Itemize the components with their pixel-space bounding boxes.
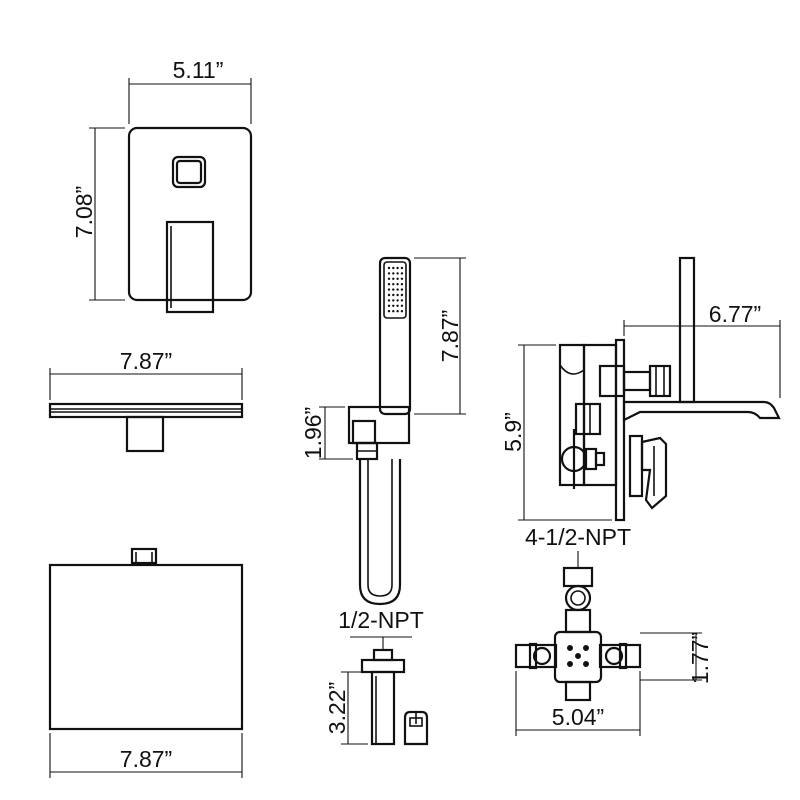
handshower-thread-label: 1/2-NPT [338,607,424,633]
valve-depth-dimension [623,320,781,398]
elbow-height-label: 3.22” [324,682,350,734]
valve-depth-label: 6.77” [709,301,761,327]
trim-width-dimension [128,78,252,124]
trim-width-label: 5.11” [173,57,224,83]
spray-nozzle [400,304,404,307]
spray-nozzle [392,272,395,275]
spray-nozzle [396,299,399,302]
spray-nozzle [392,310,395,313]
shower-head-bottom-width-dimension [49,733,243,778]
elbow-height-dimension [341,671,368,745]
spray-nozzle [396,293,399,297]
holder-height-label: 1.96” [300,407,326,459]
spray-nozzle-grid [387,266,404,313]
handshower-length-dimension [414,257,466,415]
spray-nozzle [400,277,404,280]
valve-body-width-dimension [515,671,641,736]
spray-nozzle [392,304,395,307]
shower-head-top-width-dimension [49,368,243,400]
spray-nozzle [396,272,399,275]
spray-nozzle [400,266,404,270]
spray-nozzle [400,299,404,302]
spray-nozzle [400,283,404,286]
spray-nozzle [400,288,404,291]
spray-nozzle [387,299,391,302]
spray-nozzle [387,277,391,280]
holder-height-dimension [319,406,353,460]
shower-head-side-view [48,402,244,453]
spray-nozzle [392,299,395,302]
spray-nozzle [392,283,395,286]
spray-nozzle [396,277,399,280]
mixing-valve-side-view [558,256,781,522]
spray-nozzle [396,310,399,313]
spray-nozzle [387,304,391,307]
handshower-length-label: 7.87” [437,310,463,362]
valve-body-width-label: 5.04” [552,704,604,730]
rough-in-valve-front-view [514,566,642,702]
spray-nozzle [396,304,399,307]
thread-arrows [350,636,412,650]
spray-nozzle [400,310,404,313]
valve-body-height-label: 1.77” [687,632,713,684]
spray-nozzle [396,266,399,270]
spray-nozzle [400,272,404,275]
spray-nozzle [387,293,391,297]
trim-plate-front-view [127,126,253,314]
valve-height-dimension [518,344,612,521]
trim-height-label: 7.08” [71,186,97,238]
spray-nozzle [392,277,395,280]
valve-body-height-dimension [640,632,702,681]
valve-height-label: 5.9” [500,412,526,452]
shower-head-bottom-width-label: 7.87” [120,746,172,772]
spray-nozzle [400,293,404,297]
spray-nozzle [387,288,391,291]
wall-elbow-side-view [360,648,429,746]
spray-nozzle [387,272,391,275]
spray-nozzle [387,283,391,286]
spray-nozzle [392,293,395,297]
hand-shower-assembly [347,256,412,606]
spray-nozzle [396,288,399,291]
shower-head-top-view [48,547,244,731]
spray-nozzle [392,288,395,291]
shower-head-top-width-label: 7.87” [120,348,172,374]
spray-nozzle [396,283,399,286]
valve-thread-label: 4-1/2-NPT [525,524,631,550]
spray-nozzle [387,310,391,313]
spray-nozzle [387,266,391,270]
spray-nozzle [392,266,395,270]
trim-height-dimension [89,127,125,301]
